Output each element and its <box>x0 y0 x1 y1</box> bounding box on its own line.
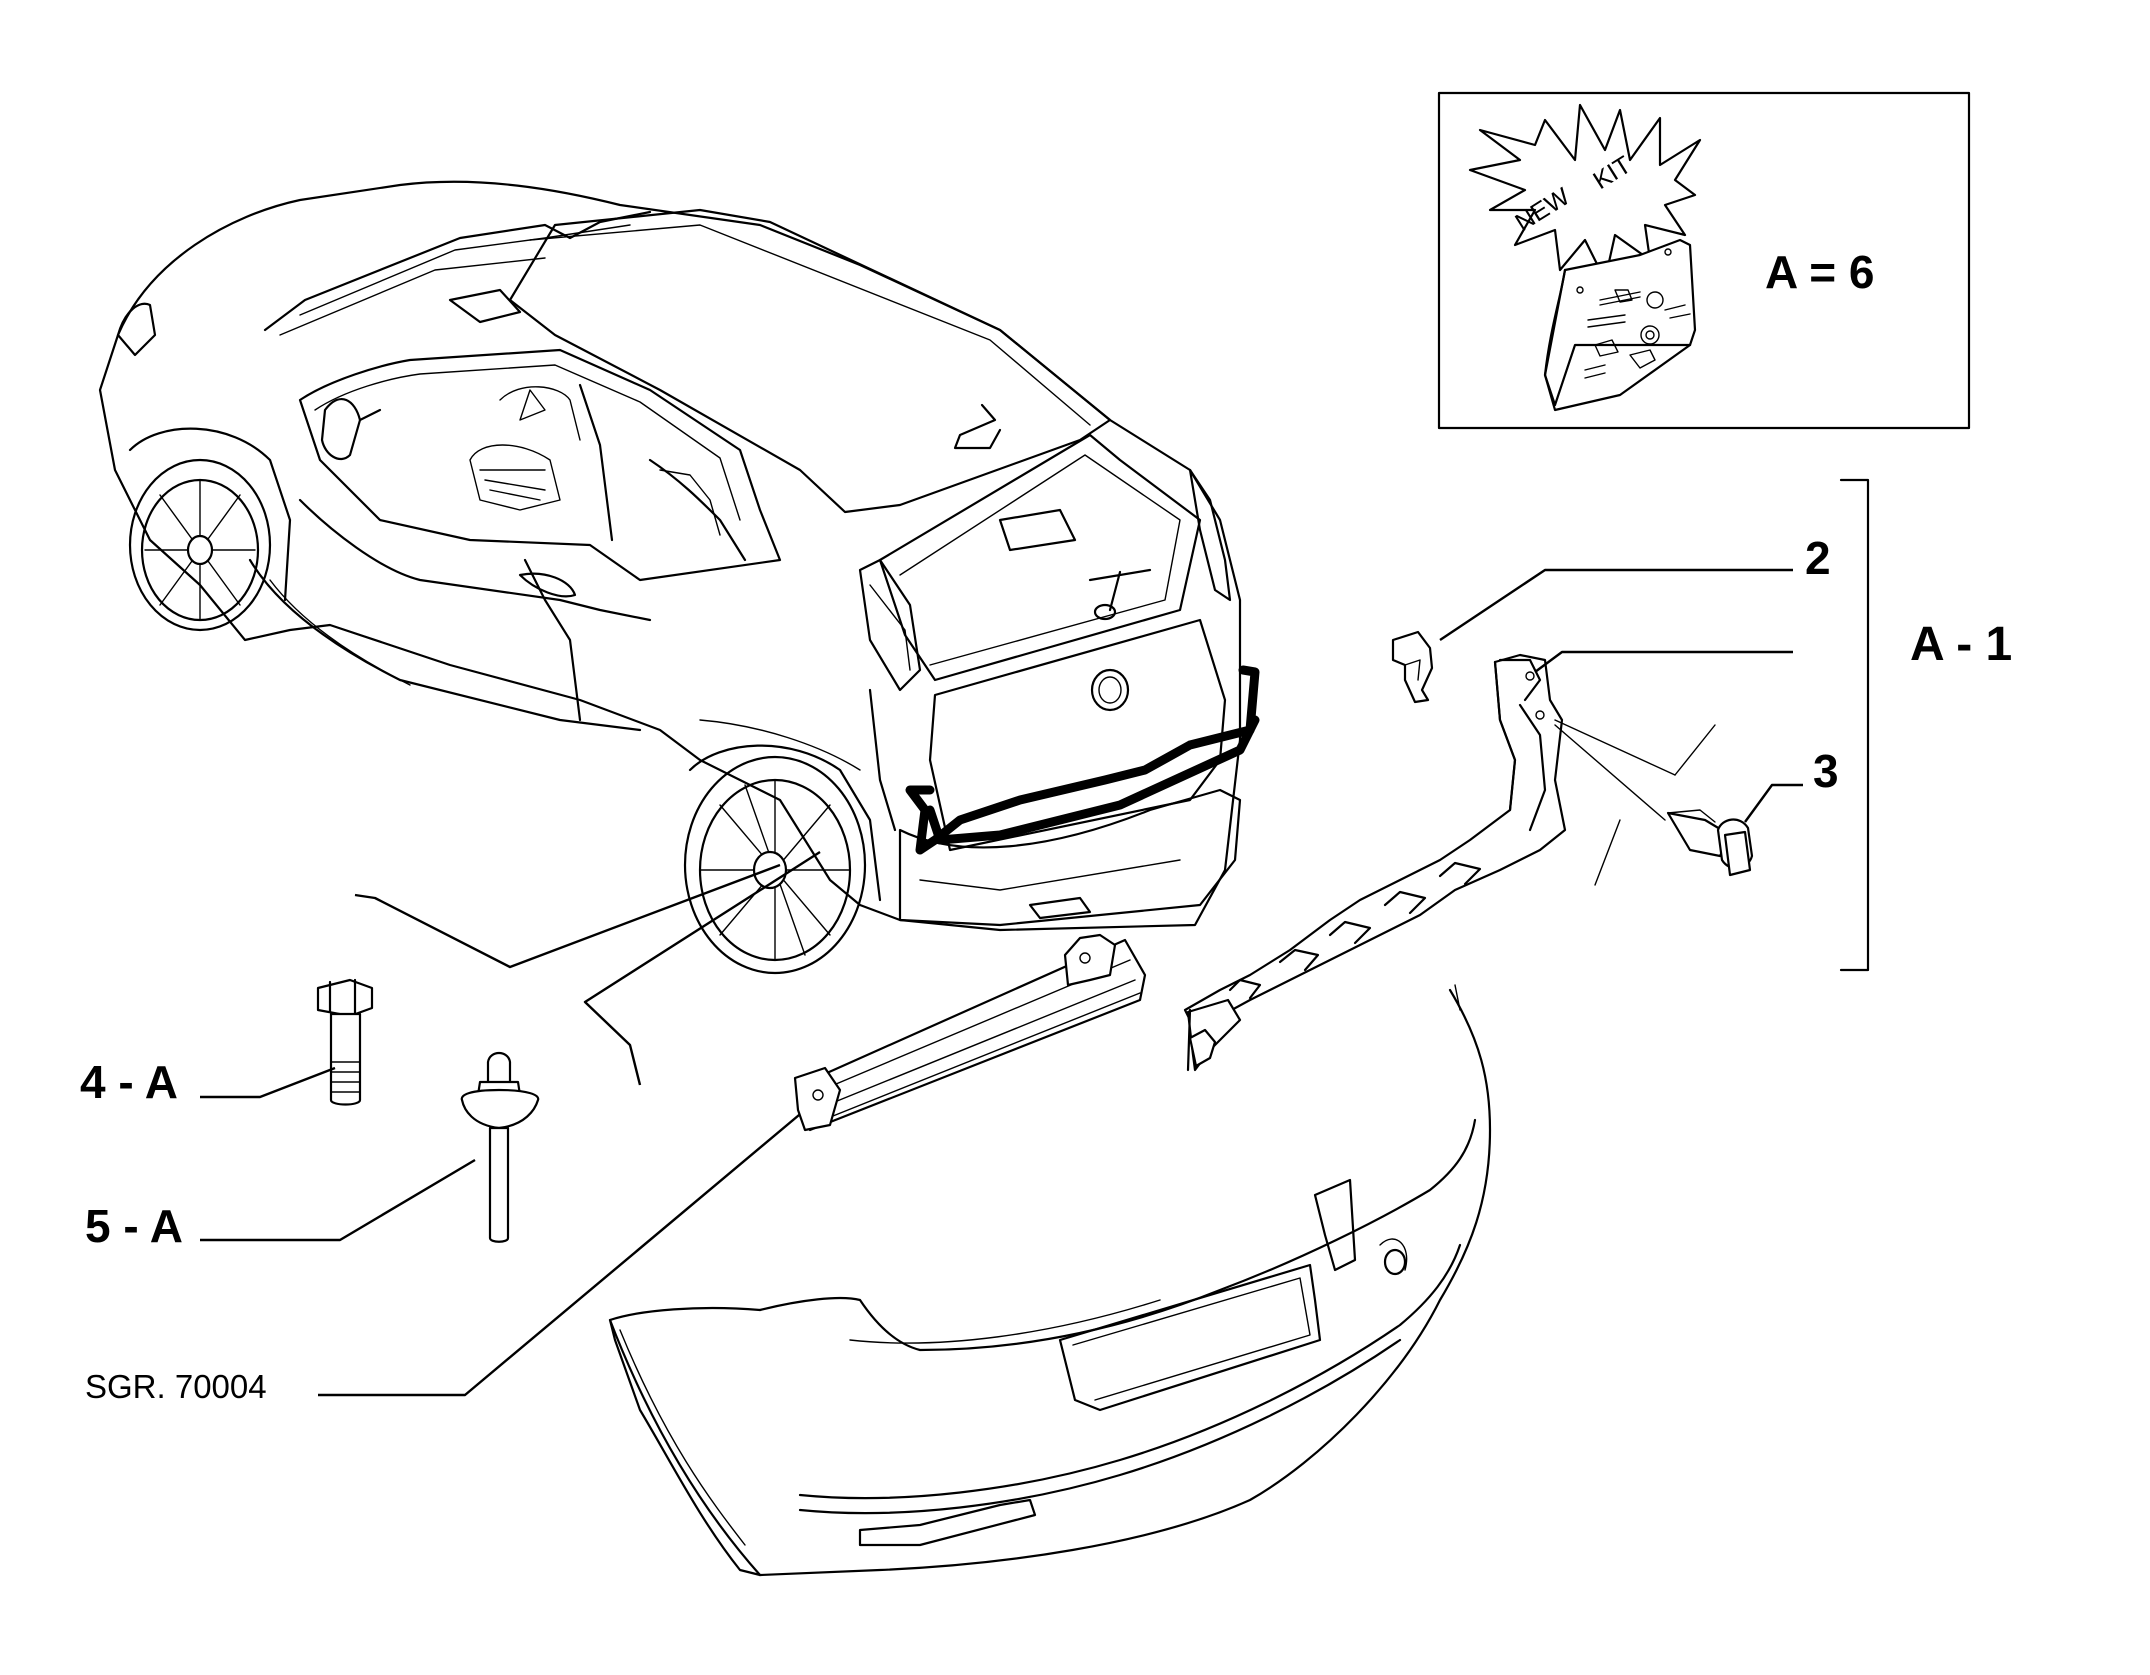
label-item-a1: A - 1 <box>1910 618 2012 671</box>
label-reference-code: SGR. 70004 <box>85 1368 267 1405</box>
part-2-clip <box>1391 568 1793 704</box>
callout-labels: 2 A - 1 3 4 - A 5 - A SGR. 70004 <box>80 532 2012 1405</box>
assembly-lines <box>1454 719 1716 1011</box>
part-a1-bumper-beam <box>1183 650 1793 1072</box>
part-3-cap <box>1666 783 1803 877</box>
reference-leaders <box>318 850 821 1397</box>
label-item-3: 3 <box>1813 745 1839 797</box>
label-item-4a: 4 - A <box>80 1056 178 1108</box>
kit-box-frame <box>1437 91 1971 430</box>
kit-quantity-label: A = 6 <box>1765 246 1875 298</box>
starburst-word-new: NEW <box>1510 182 1575 237</box>
part-bumper-cover <box>608 988 1492 1577</box>
bracket-group <box>1839 478 1870 972</box>
new-kit-box: NEW KIT A = 6 <box>1437 91 1971 430</box>
label-item-5a: 5 - A <box>85 1200 183 1252</box>
part-4a-bolt <box>200 978 374 1106</box>
part-crossbar <box>793 933 1147 1132</box>
label-item-2: 2 <box>1805 532 1831 584</box>
car-illustration <box>98 180 1260 975</box>
part-5a-rivet <box>200 1051 540 1243</box>
